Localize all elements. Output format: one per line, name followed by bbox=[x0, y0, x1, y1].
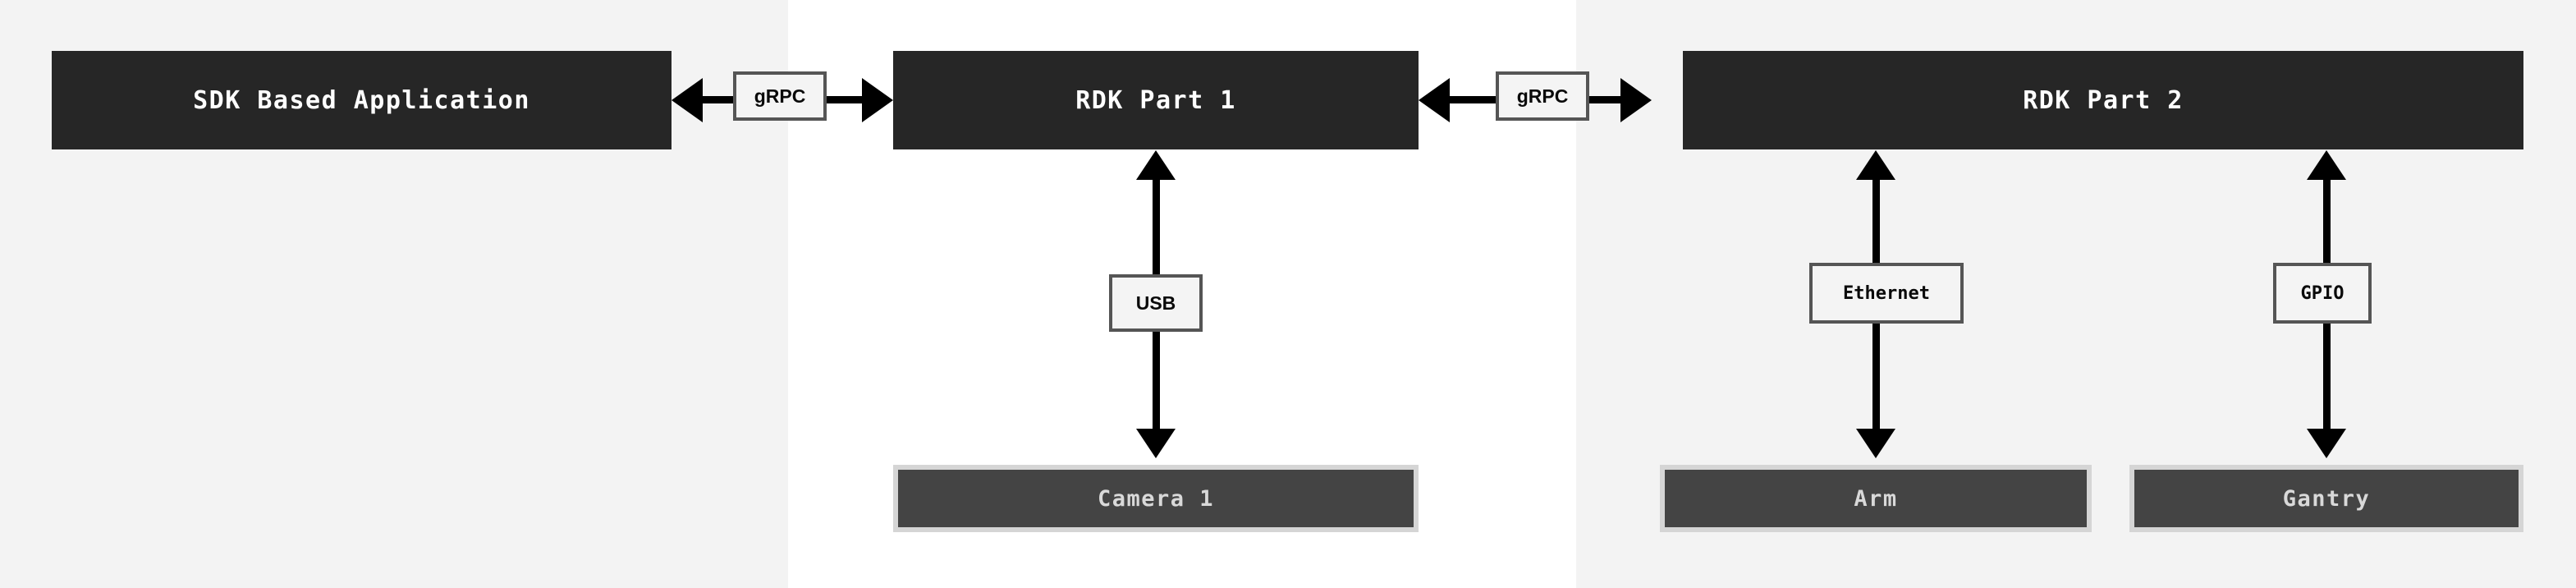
conn-grpc-left-line-east bbox=[825, 96, 870, 103]
conn-ethernet-arrowhead-north bbox=[1856, 150, 1895, 180]
node-gantry-label: Gantry bbox=[2282, 485, 2371, 512]
conn-grpc-right-line-east bbox=[1588, 96, 1629, 103]
conn-gpio-line-north bbox=[2323, 177, 2331, 279]
node-sdk-based-application[interactable]: SDK Based Application bbox=[52, 51, 672, 149]
node-rdk-part-1[interactable]: RDK Part 1 bbox=[893, 51, 1419, 149]
edge-label-usb-text: USB bbox=[1135, 292, 1176, 314]
conn-grpc-right-arrowhead-east bbox=[1620, 78, 1652, 122]
conn-gpio-arrowhead-north bbox=[2307, 150, 2346, 180]
node-rdk-part-2-label: RDK Part 2 bbox=[2023, 85, 2184, 115]
node-camera-1[interactable]: Camera 1 bbox=[893, 465, 1419, 532]
conn-usb-line-south bbox=[1153, 328, 1160, 431]
edge-label-grpc-right-text: gRPC bbox=[1516, 85, 1569, 107]
conn-usb-arrowhead-north bbox=[1136, 150, 1176, 180]
conn-grpc-right-arrowhead-west bbox=[1419, 78, 1450, 122]
edge-label-grpc-left-text: gRPC bbox=[754, 85, 806, 107]
conn-grpc-left-arrowhead-west bbox=[672, 78, 703, 122]
conn-ethernet-line-south bbox=[1872, 320, 1880, 431]
node-arm-inner: Arm bbox=[1665, 470, 2087, 527]
conn-grpc-left-line-west bbox=[694, 96, 743, 103]
node-rdk-part-1-label: RDK Part 1 bbox=[1075, 85, 1236, 115]
node-sdk-based-application-label: SDK Based Application bbox=[193, 85, 530, 115]
edge-label-grpc-left[interactable]: gRPC bbox=[733, 71, 827, 121]
edge-label-ethernet[interactable]: Ethernet bbox=[1809, 263, 1964, 324]
edge-label-ethernet-text: Ethernet bbox=[1843, 283, 1930, 304]
node-rdk-part-2[interactable]: RDK Part 2 bbox=[1683, 51, 2523, 149]
conn-grpc-right-line-west bbox=[1441, 96, 1498, 103]
conn-ethernet-line-north bbox=[1872, 177, 1880, 279]
edge-label-grpc-right[interactable]: gRPC bbox=[1496, 71, 1589, 121]
node-arm[interactable]: Arm bbox=[1660, 465, 2092, 532]
edge-label-usb[interactable]: USB bbox=[1109, 274, 1203, 332]
conn-gpio-line-south bbox=[2323, 320, 2331, 431]
conn-usb-arrowhead-south bbox=[1136, 429, 1176, 458]
node-camera-1-inner: Camera 1 bbox=[898, 470, 1414, 527]
conn-ethernet-arrowhead-south bbox=[1856, 429, 1895, 458]
node-gantry[interactable]: Gantry bbox=[2129, 465, 2523, 532]
edge-label-gpio-text: GPIO bbox=[2300, 283, 2345, 304]
node-gantry-inner: Gantry bbox=[2134, 470, 2519, 527]
edge-label-gpio[interactable]: GPIO bbox=[2273, 263, 2372, 324]
node-camera-1-label: Camera 1 bbox=[1097, 485, 1215, 512]
node-arm-label: Arm bbox=[1854, 485, 1898, 512]
conn-grpc-left-arrowhead-east bbox=[862, 78, 893, 122]
conn-gpio-arrowhead-south bbox=[2307, 429, 2346, 458]
conn-usb-line-north bbox=[1153, 177, 1160, 279]
